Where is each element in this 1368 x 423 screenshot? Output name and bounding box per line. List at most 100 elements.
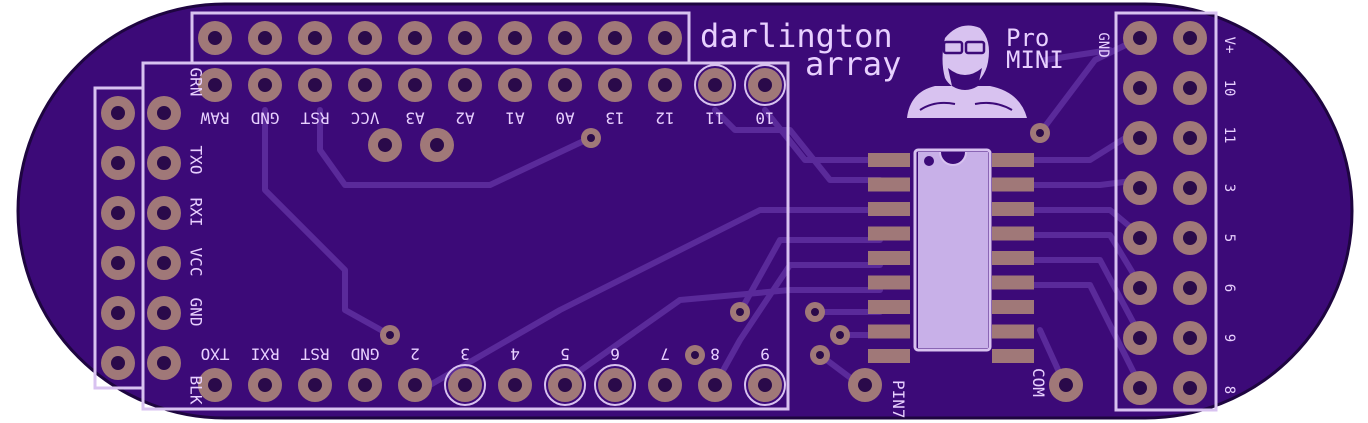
ic-pad-right	[992, 251, 1034, 265]
ic-pad-right	[992, 300, 1034, 314]
ic-pad-right	[992, 202, 1034, 216]
left-pin-label: GRN	[187, 68, 206, 97]
bottom-header-pad	[698, 368, 732, 402]
top-header-pad	[398, 68, 432, 102]
top-pin-label: RST	[300, 109, 329, 128]
ic-pad-left	[868, 251, 910, 265]
left-pin-label: TXO	[187, 146, 206, 175]
right-pin-label: V+	[1221, 37, 1237, 54]
top-pin-label: VCC	[351, 109, 380, 128]
top-outer-pad	[598, 21, 632, 55]
bottom-pin-label: 2	[410, 345, 420, 364]
right-header-pad	[1123, 121, 1157, 155]
top-pin-label: 13	[605, 109, 624, 128]
top-pin-label: A0	[555, 109, 574, 128]
ic-pad-left	[868, 349, 910, 363]
ic-body	[918, 152, 988, 348]
ic-pad-right	[992, 324, 1034, 339]
bottom-pin-label: GND	[351, 345, 380, 364]
left-header-pad	[147, 96, 181, 130]
left-outer-pad	[101, 296, 135, 330]
ic-pad-right	[992, 226, 1034, 241]
pin7-label: PIN7	[889, 380, 908, 419]
right-header-pad	[1173, 221, 1207, 255]
left-pin-label: VCC	[187, 248, 206, 277]
left-outer-pad	[101, 196, 135, 230]
pin7-pad	[848, 368, 882, 402]
right-pin-label: 3	[1221, 184, 1237, 192]
right-header-pad	[1173, 271, 1207, 305]
ic-pad-right	[992, 153, 1034, 167]
bottom-header-pad	[544, 364, 586, 406]
ic-pad-left	[868, 177, 910, 192]
left-outer-pad	[101, 346, 135, 380]
right-header-pad	[1123, 221, 1157, 255]
bottom-header-pad	[198, 368, 232, 402]
bottom-pin-label: 8	[710, 345, 720, 364]
top-outer-pad	[548, 21, 582, 55]
top-outer-pad	[198, 21, 232, 55]
top-header-pad	[598, 68, 632, 102]
title-line2: array	[805, 45, 901, 83]
top-outer-pad	[348, 21, 382, 55]
bottom-pin-label: 7	[660, 345, 670, 364]
right-pin-label: 10	[1221, 80, 1237, 97]
top-header-pad	[448, 68, 482, 102]
ic-outline	[913, 148, 992, 352]
ic-pad-left	[868, 324, 910, 339]
bottom-pin-label: 9	[760, 345, 770, 364]
top-header-pad	[348, 68, 382, 102]
right-header-pad	[1173, 371, 1207, 405]
bottom-header-pad	[348, 368, 382, 402]
bottom-pin-label: 5	[560, 345, 570, 364]
left-header-pad	[147, 246, 181, 280]
left-header-pad	[147, 346, 181, 380]
bearded-face-portrait-icon	[907, 25, 1027, 118]
bottom-header-pad	[594, 364, 636, 406]
left-header-pad	[147, 196, 181, 230]
top-pin-label: 11	[705, 109, 724, 128]
bottom-header-pad	[444, 364, 486, 406]
top-pin-label: A1	[505, 109, 524, 128]
left-pin-label: BLK	[187, 376, 206, 405]
com-pad	[1049, 368, 1083, 402]
ic-pad-right	[992, 349, 1034, 363]
left-header-pad	[147, 296, 181, 330]
top-header-pad	[498, 68, 532, 102]
bottom-header-pad	[648, 368, 682, 402]
bottom-header-pad	[744, 364, 786, 406]
right-header-pad	[1173, 321, 1207, 355]
ic-pad-right	[992, 275, 1034, 290]
via	[380, 325, 400, 345]
right-pin-label: GND	[1095, 32, 1111, 57]
top-pin-label: RAW	[200, 109, 229, 128]
bottom-header-pad	[398, 368, 432, 402]
top-header-pad	[298, 68, 332, 102]
darlington-ic	[918, 151, 988, 348]
right-header-pad	[1123, 21, 1157, 55]
right-header-pad	[1173, 121, 1207, 155]
top-pin-label: A2	[455, 109, 474, 128]
ic-pad-left	[868, 153, 910, 167]
bottom-pin-label: RST	[300, 345, 329, 364]
right-header-pad	[1123, 171, 1157, 205]
top-outer-pad	[648, 21, 682, 55]
top-outer-pad	[498, 21, 532, 55]
top-outer-pad	[298, 21, 332, 55]
top-header-pad	[198, 68, 232, 102]
right-pin-label: 5	[1221, 234, 1237, 242]
via	[1030, 123, 1050, 143]
right-header-pad	[1123, 371, 1157, 405]
via	[805, 302, 825, 322]
via	[730, 302, 750, 322]
top-outer-pad	[448, 21, 482, 55]
top-outer-pad	[248, 21, 282, 55]
top-header-pad	[648, 68, 682, 102]
right-pin-label: 11	[1221, 127, 1237, 144]
mini-label: MINI	[1006, 46, 1064, 74]
left-outer-pad	[101, 246, 135, 280]
bottom-pin-label: 3	[460, 345, 470, 364]
right-header-pad	[1173, 71, 1207, 105]
